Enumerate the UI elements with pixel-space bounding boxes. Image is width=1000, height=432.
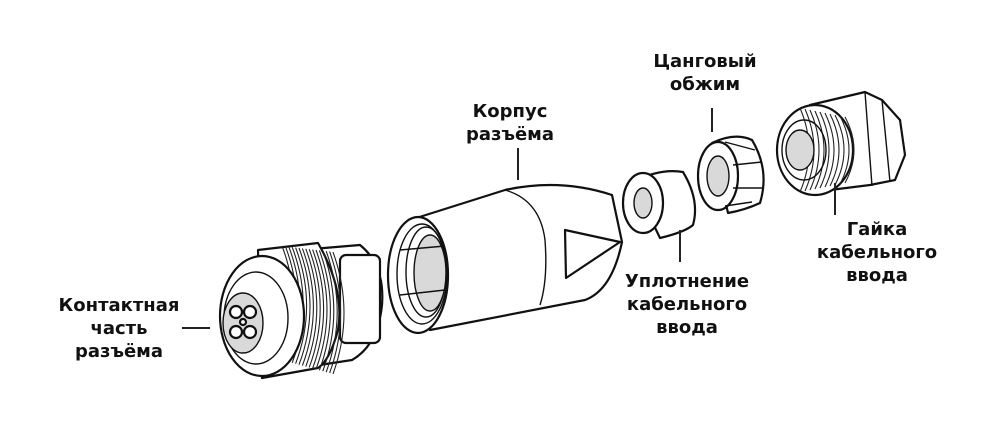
label-housing: Корпус разъёма <box>465 101 555 145</box>
knurl-rib <box>329 251 342 374</box>
knurl-rib <box>298 247 311 365</box>
label-collet: Цанговый обжим <box>653 51 757 95</box>
knurl-rib <box>308 249 321 368</box>
label-contact-part: Контактная часть разъёма <box>58 295 180 362</box>
knurl-rib <box>301 248 314 366</box>
cable-seal <box>621 170 697 240</box>
nut-thread <box>834 114 845 186</box>
nut-thread <box>829 113 840 187</box>
knurl-rib <box>332 251 345 375</box>
connector-housing <box>386 183 624 335</box>
nut-thread <box>824 112 835 188</box>
knurl-rib <box>305 248 318 367</box>
cable-gland-nut <box>775 90 907 197</box>
label-seal: Уплотнение кабельного ввода <box>624 271 750 338</box>
knurl-rib <box>325 251 338 373</box>
nut-thread <box>809 109 820 191</box>
knurl-rib <box>318 250 331 371</box>
knurl-rib <box>315 249 328 370</box>
nut-thread <box>839 115 850 185</box>
knurl-rib <box>295 247 308 364</box>
contact-part <box>218 241 384 380</box>
nut-thread <box>844 116 855 184</box>
nut-thread <box>819 111 830 189</box>
knurl-rib <box>312 249 325 369</box>
nut-thread <box>814 110 825 190</box>
collet-clamp <box>696 135 765 215</box>
label-nut: Гайка кабельного ввода <box>816 219 938 286</box>
knurl-rib <box>322 250 335 372</box>
